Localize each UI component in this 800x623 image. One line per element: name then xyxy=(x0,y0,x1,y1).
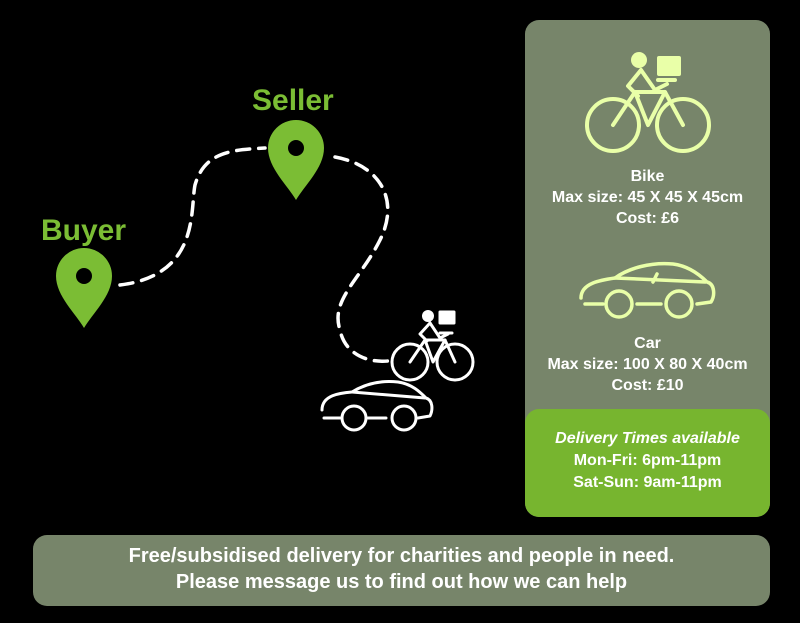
bike-option: Bike Max size: 45 X 45 X 45cm Cost: £6 xyxy=(525,50,770,229)
charity-delivery-banner: Free/subsidised delivery for charities a… xyxy=(33,535,770,606)
delivery-times-weekdays: Mon-Fri: 6pm-11pm xyxy=(573,452,722,469)
delivery-options-panel: Bike Max size: 45 X 45 X 45cm Cost: £6 C… xyxy=(525,20,770,517)
bike-max-size: Max size: 45 X 45 X 45cm xyxy=(551,189,744,206)
car-large-icon xyxy=(578,261,715,319)
route-svg xyxy=(56,120,475,432)
bike-cost: Cost: £6 xyxy=(615,210,680,227)
car-option: Car Max size: 100 X 80 X 40cm Cost: £10 xyxy=(525,248,770,396)
car-max-size: Max size: 100 X 80 X 40cm xyxy=(547,356,748,373)
route-map: Seller Buyer xyxy=(0,0,520,460)
bike-large-icon xyxy=(584,52,711,153)
car-cost: Cost: £10 xyxy=(611,377,684,394)
delivery-route-line xyxy=(118,146,397,363)
seller-label: Seller xyxy=(252,84,334,117)
courier-bike-icon xyxy=(390,310,475,382)
bike-name: Bike xyxy=(630,168,665,185)
delivery-times-box: Delivery Times available Mon-Fri: 6pm-11… xyxy=(525,409,770,517)
delivery-times-weekend: Sat-Sun: 9am-11pm xyxy=(573,474,722,491)
delivery-times-title: Delivery Times available xyxy=(555,430,740,447)
buyer-label: Buyer xyxy=(41,214,127,247)
buyer-pin-icon xyxy=(56,248,112,328)
banner-line-2: Please message us to find out how we can… xyxy=(175,571,628,593)
banner-line-1: Free/subsidised delivery for charities a… xyxy=(128,545,675,567)
car-icon xyxy=(320,380,434,432)
car-name: Car xyxy=(634,335,661,352)
seller-pin-icon xyxy=(268,120,324,200)
